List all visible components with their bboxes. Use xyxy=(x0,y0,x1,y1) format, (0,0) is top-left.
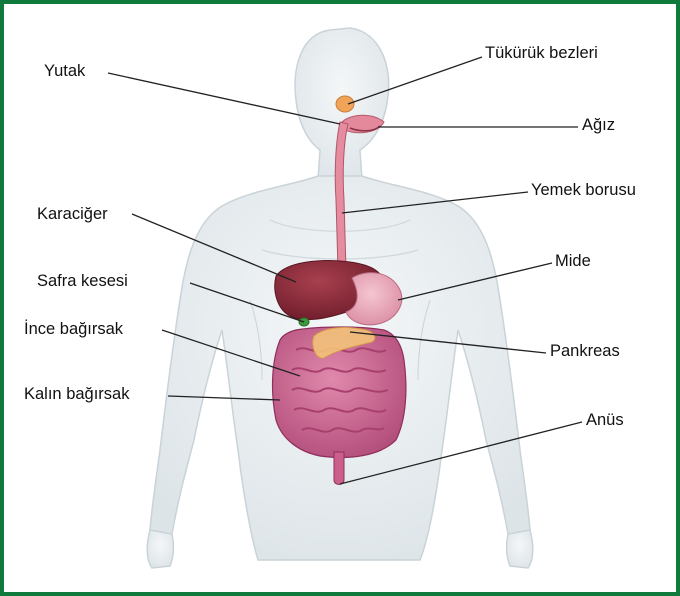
label-yemek-borusu: Yemek borusu xyxy=(531,181,636,200)
label-agiz: Ağız xyxy=(582,116,615,135)
label-safra-kesesi: Safra kesesi xyxy=(37,272,128,291)
label-anus: Anüs xyxy=(586,411,624,430)
salivary-gland xyxy=(336,96,354,112)
label-mide: Mide xyxy=(555,252,591,271)
label-ince-bagirsak: İnce bağırsak xyxy=(24,320,123,339)
label-tukuruk-bezleri: Tükürük bezleri xyxy=(485,44,598,63)
label-kalin-bagirsak: Kalın bağırsak xyxy=(24,385,129,404)
label-karaciger: Karaciğer xyxy=(37,205,108,224)
rectum xyxy=(334,452,344,485)
label-pankreas: Pankreas xyxy=(550,342,620,361)
label-yutak: Yutak xyxy=(44,62,85,81)
